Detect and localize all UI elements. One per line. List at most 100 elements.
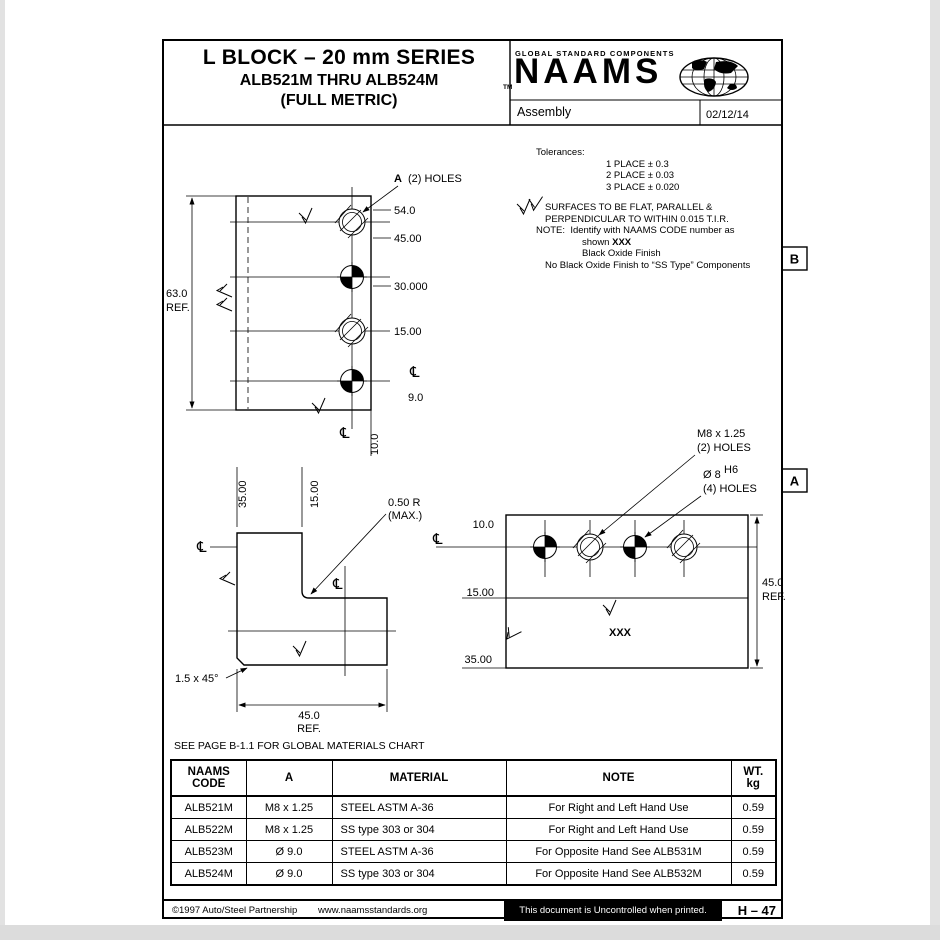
finish-mark-icon [602,599,617,616]
brand-logo-text: NAAMS [514,52,663,91]
dim-15-label: 15.00 [394,326,422,338]
table-row: ALB524M Ø 9.0 SS type 303 or 304 For Opp… [170,862,777,886]
uncontrolled-notice: This document is Uncontrolled when print… [504,901,722,921]
cell-a: M8 x 1.25 [245,795,333,819]
copyright-text: ©1997 Auto/Steel Partnership [172,905,298,916]
cell-a: Ø 9.0 [245,862,333,886]
dim-54-label: 54.0 [394,205,415,217]
d8-callout-superscript: H6 [724,464,738,476]
brand-tagline: GLOBAL STANDARD COMPONENTS [515,49,675,58]
dim-10-label: 10.0 [473,519,494,531]
dim-63-label: 63.0 [166,288,187,300]
d8-callout-base: Ø 8 [703,469,721,481]
col-header-wt: WT.kg [730,759,777,797]
dim-45-label: 45.0 [762,577,783,589]
page-subtitle-range: ALB521M THRU ALB524M [239,72,439,89]
note-no-finish-line: No Black Oxide Finish to “SS Type” Compo… [545,259,751,271]
col-header-material: MATERIAL [331,759,507,797]
zone-marker-b: B [781,246,808,271]
tolerance-line-3: 3 PLACE ± 0.020 [606,181,680,193]
dim-35-label: 35.00 [464,654,492,666]
centerline-symbol: ℄ [409,363,420,381]
notes-block: Tolerances: 1 PLACE ± 0.3 2 PLACE ± 0.03… [530,147,785,271]
zone-b-label: B [790,252,799,267]
m8-callout-line2: (2) HOLES [697,442,751,454]
finish-mark-icon [501,622,522,644]
finish-mark-icon [516,198,531,215]
cell-material: SS type 303 or 304 [331,818,507,841]
note-label: NOTE: [536,225,566,236]
front-view-drawing: 63.0 REF. 54.0 45.00 30.000 15.00 ℄ 9.0 … [166,173,462,456]
threaded-hole-icon [572,529,607,564]
dim-45-label: 45.0 [298,710,319,722]
hole-callout-a: A [394,173,402,185]
cell-material: STEEL ASTM A-36 [331,840,507,863]
part-mark-xxx: XXX [609,627,632,639]
page-title: L BLOCK – 20 mm SERIES [202,46,476,69]
note-shown-text: shown [582,236,610,248]
threaded-hole-icon [666,529,701,564]
scan-edge-right [930,0,940,940]
surface-note-line-1: SURFACES TO BE FLAT, PARALLEL & [545,202,713,213]
dim-9-label: 9.0 [408,392,423,404]
datum-hole-icon [336,365,368,397]
cell-a: M8 x 1.25 [245,818,333,841]
cell-code: ALB522M [170,818,247,841]
dim-45-ref-label: REF. [762,591,786,603]
tolerance-line-2: 2 PLACE ± 0.03 [606,170,675,181]
dim-15-label: 15.00 [309,480,321,508]
chamfer-callout: 1.5 x 45° [175,673,219,685]
note-identify-line: NOTE: Identify with NAAMS CODE number as [530,225,785,237]
centerline-symbol: ℄ [432,530,443,548]
note-finish-line: Black Oxide Finish [582,248,661,259]
footer-bar: ©1997 Auto/Steel Partnership www.naamsst… [163,899,782,921]
tolerances-title: Tolerances: [536,147,585,158]
scan-edge-left [0,0,5,940]
finish-mark-icon [311,397,326,414]
dim-45-label: 45.00 [394,233,422,245]
hole-callout-qty: (2) HOLES [408,173,462,185]
cell-note: For Opposite Hand See ALB531M [505,840,732,863]
cell-code: ALB523M [170,840,247,863]
table-row: ALB522M M8 x 1.25 SS type 303 or 304 For… [170,818,777,841]
centerline-symbol: ℄ [196,538,207,556]
finish-mark-icon [298,207,313,224]
radius-callout-line2: (MAX.) [388,510,422,522]
cell-a: Ø 9.0 [245,840,333,863]
surface-note-line-2: PERPENDICULAR TO WITHIN 0.015 T.I.R. [545,213,729,225]
finish-mark-icon [292,640,307,657]
page-number: H – 47 [737,903,776,918]
document-type: Assembly [517,105,572,119]
m8-callout-line1: M8 x 1.25 [697,428,745,440]
top-view-drawing: ℄ 10.0 15.00 35.00 45.0 REF. M8 x 1.25 (… [432,428,786,669]
dim-63-ref-label: REF. [166,302,190,314]
finish-mark-icon [216,297,233,312]
radius-callout-line1: 0.50 R [388,497,420,509]
side-view-drawing: ℄ ℄ 35.00 15.00 0.50 R (MAX.) 1.5 x 45° … [175,467,422,735]
dim-35-label: 35.00 [237,480,249,508]
note-shown-line: shown XXX [530,237,785,249]
col-header-note: NOTE [505,759,732,797]
scan-edge-bottom [0,925,940,940]
centerline-symbol: ℄ [339,424,350,442]
page-subtitle-metric: (FULL METRIC) [280,92,398,109]
see-page-note: SEE PAGE B-1.1 FOR GLOBAL MATERIALS CHAR… [174,740,425,752]
globe-icon [679,57,749,97]
zone-marker-a: A [781,468,808,493]
threaded-hole-icon [334,313,369,348]
tolerance-line-1: 1 PLACE ± 0.3 [606,158,669,170]
datum-hole-icon [529,531,561,563]
dim-45-ref-label: REF. [297,723,321,735]
cell-code: ALB524M [170,862,247,886]
zone-a-label: A [790,474,800,489]
dim-15-label: 15.00 [466,587,494,599]
trademark-symbol: TM [503,84,513,91]
note-identify-text: Identify with NAAMS CODE number as [570,225,735,236]
dim-10-label: 10.0 [369,434,381,455]
table-row: ALB523M Ø 9.0 STEEL ASTM A-36 For Opposi… [170,840,777,863]
cell-note: For Right and Left Hand Use [505,818,732,841]
